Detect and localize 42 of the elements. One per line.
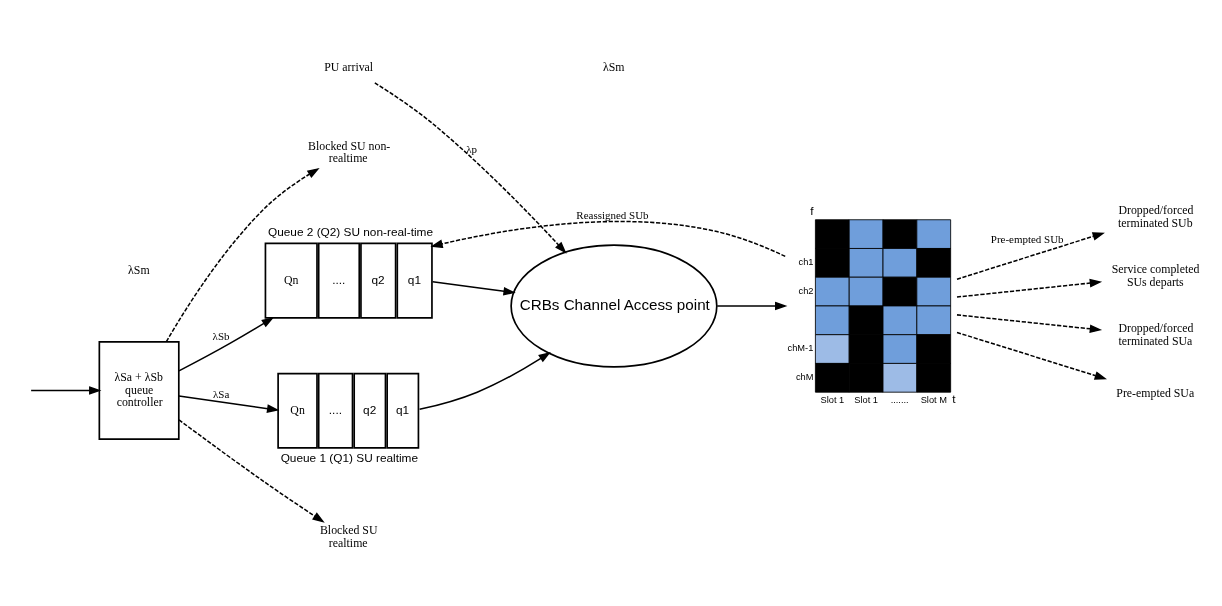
node-text: Pre-empted SUa bbox=[1116, 385, 1195, 400]
arrow bbox=[178, 419, 325, 523]
node-label: Slot M bbox=[920, 394, 947, 405]
arrow bbox=[430, 220, 786, 258]
node-label: chM bbox=[795, 372, 814, 383]
edge-label: Reassigned SUb bbox=[576, 209, 649, 222]
node-text: Dropped/forced terminated SUa bbox=[1118, 321, 1194, 349]
node-text: Blocked SU realtime bbox=[319, 523, 378, 551]
arrow bbox=[716, 301, 788, 311]
node-label: f bbox=[810, 203, 814, 218]
arrow bbox=[178, 317, 274, 372]
node-text: Dropped/forced terminated SUb bbox=[1118, 202, 1194, 230]
label: λSm bbox=[602, 59, 625, 74]
arrow bbox=[956, 331, 1107, 380]
arrow bbox=[956, 314, 1103, 334]
node-label: ch1 bbox=[798, 257, 814, 268]
edge-label: λSb bbox=[212, 330, 230, 343]
arrow bbox=[956, 232, 1105, 280]
edge-label: λSa bbox=[213, 387, 230, 400]
edge-label: λp bbox=[466, 143, 477, 156]
node-label: Slot 1 bbox=[854, 394, 879, 405]
arrow bbox=[165, 167, 320, 343]
edge-label: Pre-empted SUb bbox=[990, 232, 1064, 245]
node-ellipse: CRBs Channel Access point bbox=[510, 244, 718, 368]
node-box: λSa + λSb queue controller bbox=[98, 341, 180, 440]
label: λSm bbox=[128, 262, 150, 277]
node-label: chM-1 bbox=[787, 343, 814, 354]
arrow bbox=[431, 280, 516, 296]
arrow bbox=[374, 82, 567, 254]
node-label: t bbox=[952, 392, 956, 407]
node-label: ch2 bbox=[798, 285, 814, 296]
node-text: Blocked SU non-realtime bbox=[308, 138, 391, 166]
arrow bbox=[30, 386, 102, 395]
node-text: PU arrival bbox=[324, 59, 374, 74]
arrow bbox=[956, 278, 1103, 298]
arrow bbox=[178, 395, 280, 413]
node-label: Slot 1 bbox=[820, 394, 845, 405]
arrow bbox=[418, 351, 551, 411]
node-label: Queue 1 (Q1) SU realtime bbox=[280, 450, 419, 465]
node-label: ....... bbox=[890, 394, 909, 405]
node-text: Service completed SUs departs bbox=[1111, 262, 1200, 289]
node-label: Queue 2 (Q2) SU non-real-time bbox=[267, 224, 433, 239]
